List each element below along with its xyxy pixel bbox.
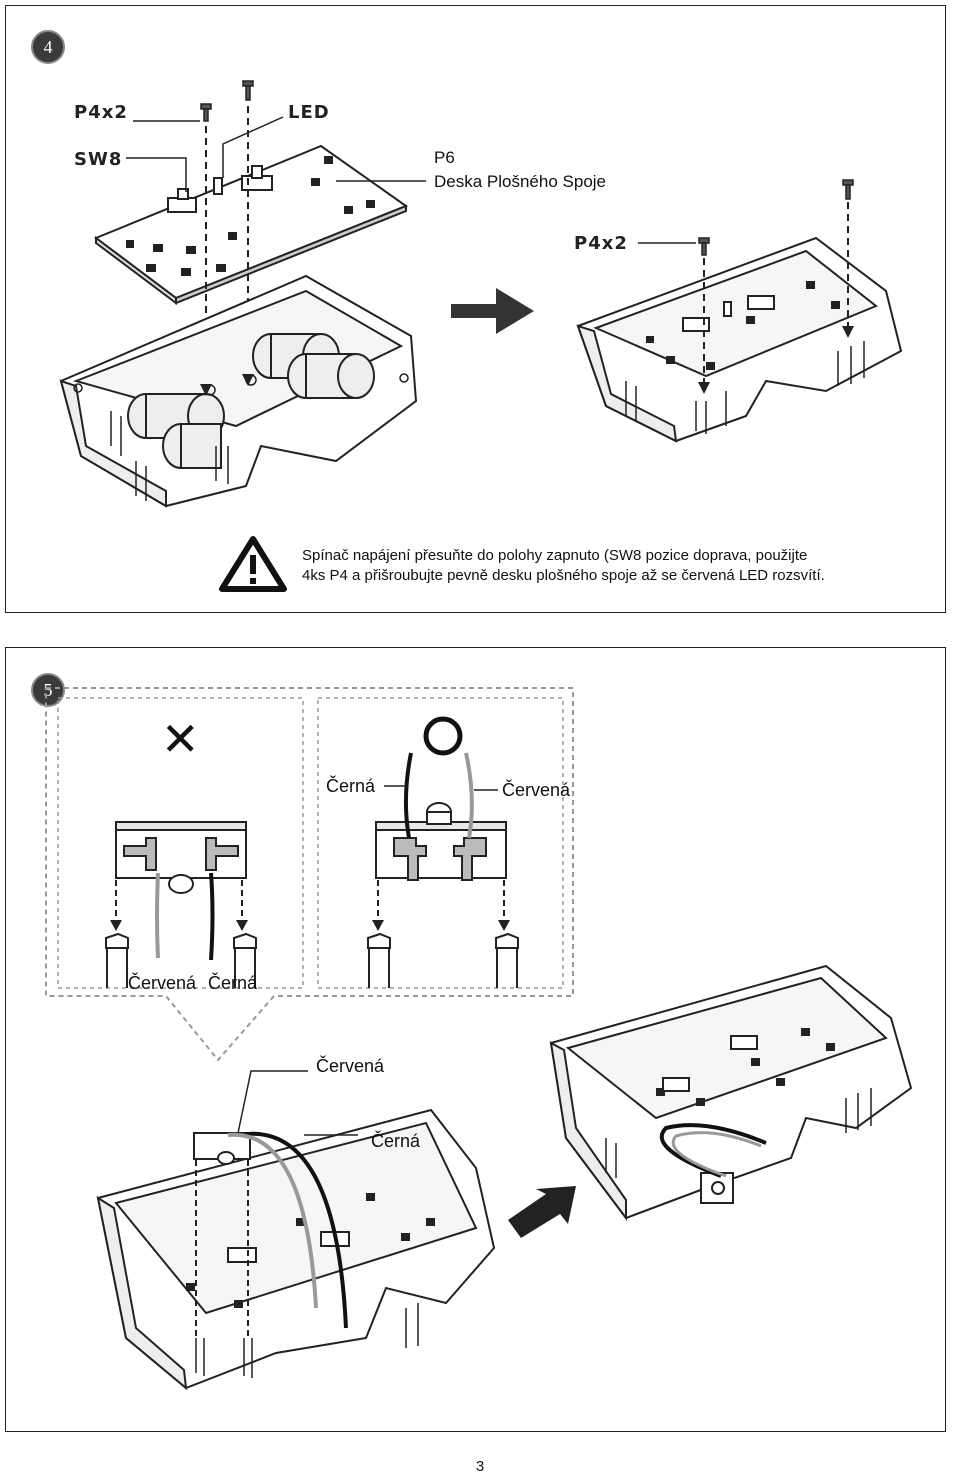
label-black-wrong-example: Černá: [208, 973, 258, 993]
label-black-right-example: Černá: [326, 776, 376, 796]
screw-label-p4x2: P4x2: [74, 102, 128, 123]
right-mark-icon: [423, 716, 463, 756]
warning-icon: [219, 536, 287, 592]
warning-line-2: 4ks P4 a přišroubujte pevně desku plošné…: [302, 567, 825, 584]
connector-right: [375, 802, 507, 881]
warning-line-1: Spínač napájení přesuňte do polohy zapnu…: [302, 547, 808, 564]
page-number: 3: [475, 1458, 485, 1475]
sw8-switch: [167, 188, 197, 213]
switch-label-sw8: SW8: [74, 149, 123, 170]
housing-bottom-right: [549, 964, 913, 1221]
step-number-badge: 4: [31, 30, 65, 64]
connector-wrong: [115, 821, 247, 894]
callout-frame: [45, 687, 574, 1062]
step-5-panel: 5 ✕: [5, 647, 946, 1432]
pcb-name: Deska Plošného Spoje: [434, 172, 607, 191]
floating-connector: [193, 1132, 251, 1165]
label-red-right-example: Červená: [502, 780, 571, 800]
step-4-panel: 4: [5, 5, 946, 613]
led-label: LED: [288, 102, 330, 123]
arrow-right-icon: [508, 1186, 576, 1238]
label-black-wire: Černá: [371, 1131, 421, 1151]
step-number-badge: 5: [31, 673, 65, 707]
warning-text: Spínač napájení přesuňte do polohy zapnu…: [302, 546, 942, 586]
pcb-code: P6: [434, 148, 455, 167]
screw-label-p4x2-right: P4x2: [574, 233, 628, 254]
step-5-illustration: ✕: [45, 687, 913, 1391]
step-4-illustration: [59, 80, 903, 592]
housing-open-left: [59, 274, 418, 508]
battery-cells: [127, 333, 375, 469]
pcb-board: [93, 144, 409, 305]
wrong-mark-icon: ✕: [161, 712, 200, 766]
arrow-right-icon: [451, 288, 534, 334]
label-red-wrong-example: Červená: [128, 973, 197, 993]
led-component: [213, 165, 273, 195]
label-red-wire: Červená: [316, 1056, 385, 1076]
screw-left: [200, 80, 254, 122]
